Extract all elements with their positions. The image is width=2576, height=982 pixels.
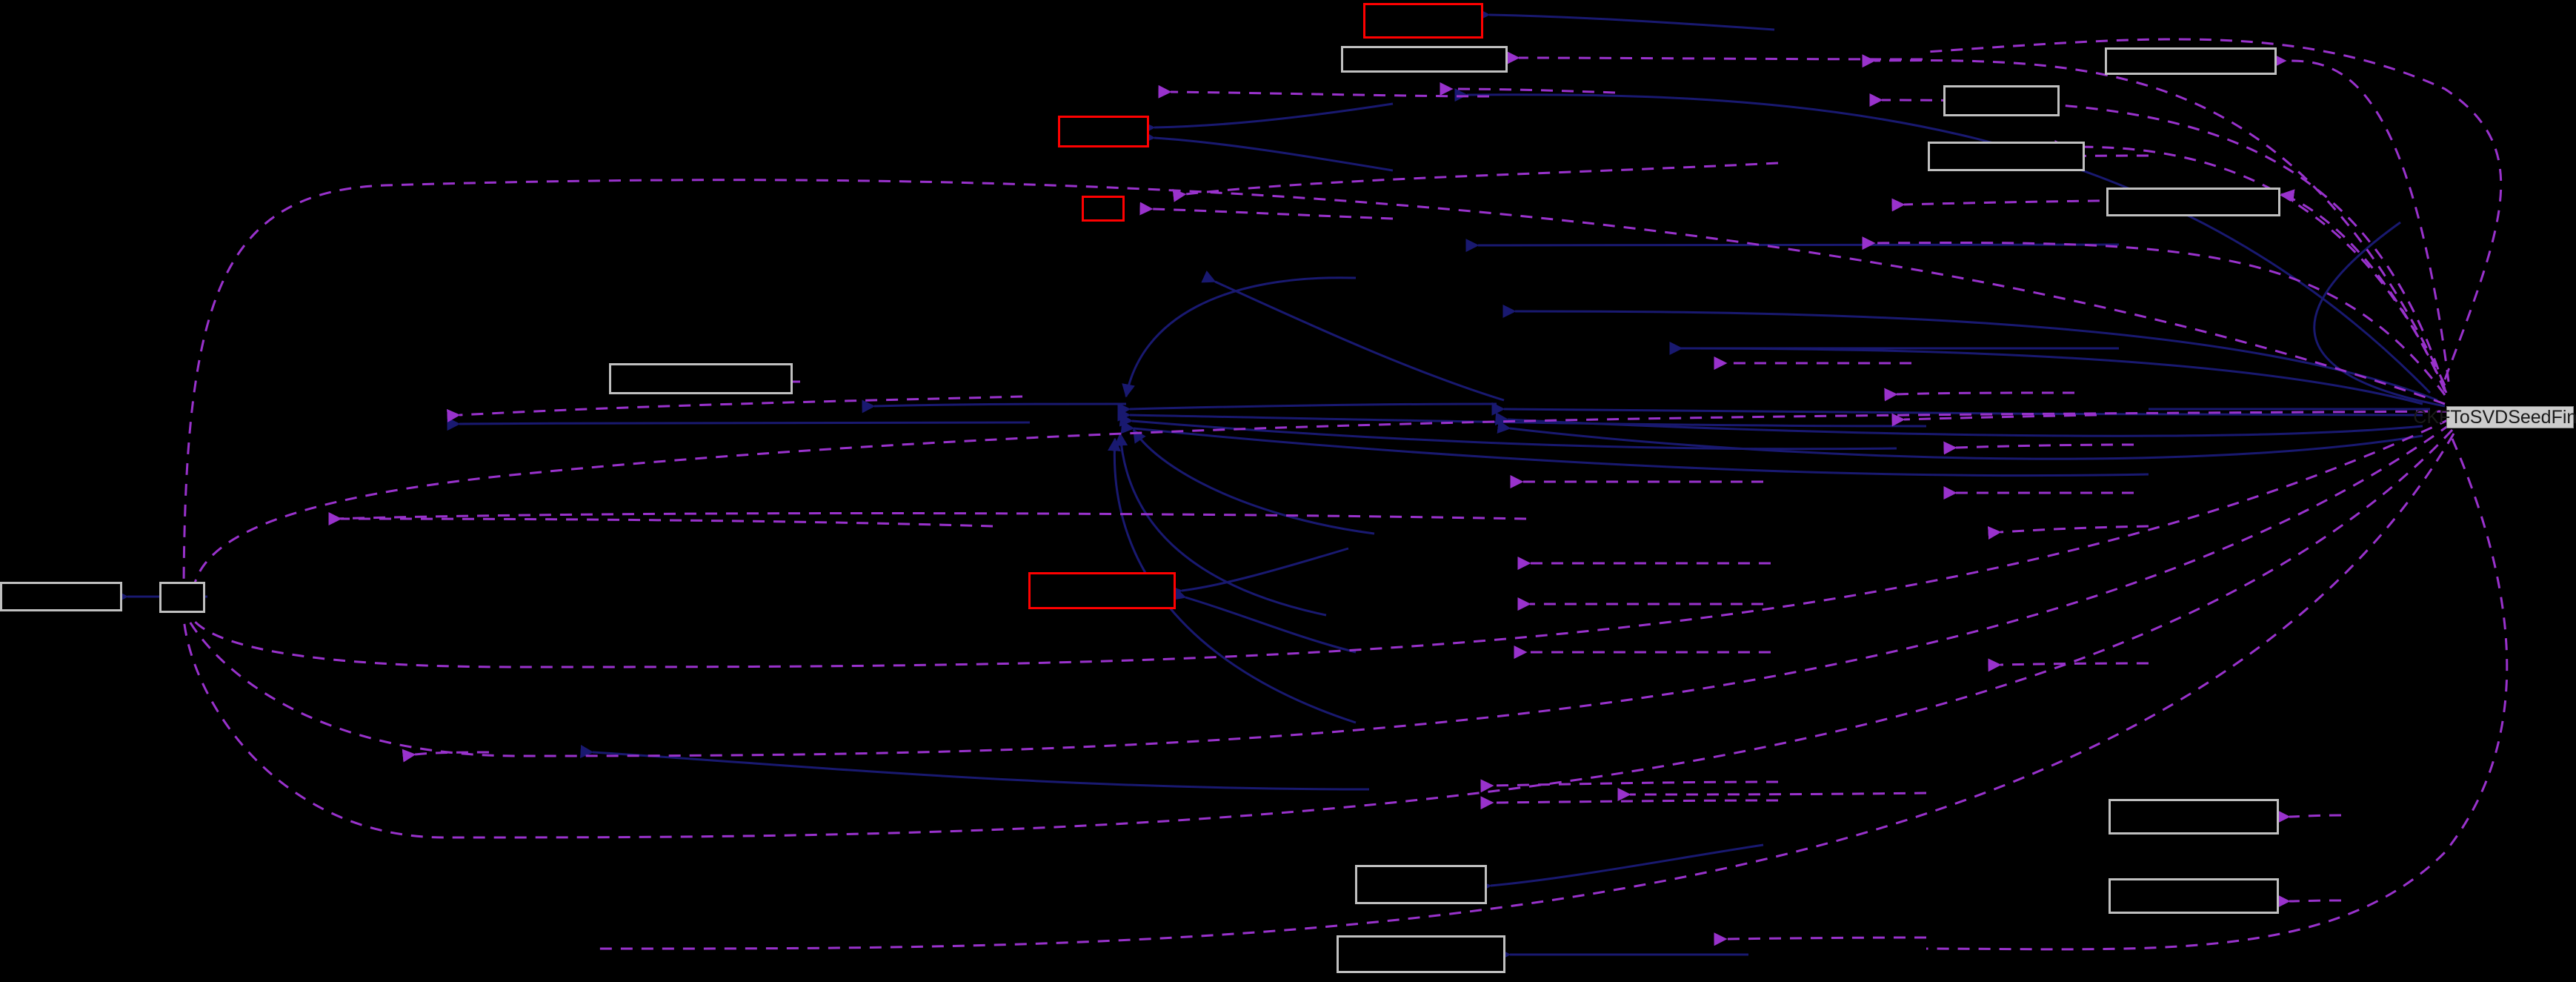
graph-node[interactable]	[2105, 47, 2277, 75]
graph-node[interactable]	[609, 363, 793, 394]
graph-node[interactable]	[1058, 116, 1149, 147]
graph-node[interactable]	[1341, 46, 1508, 73]
dashed-edges	[182, 38, 2509, 951]
graph-node[interactable]	[0, 582, 122, 611]
graph-node[interactable]	[1355, 865, 1487, 904]
graph-node[interactable]	[1082, 196, 1125, 222]
graph-root-node-label: CKFToSVDSeedFindlet	[2413, 406, 2576, 428]
graph-node[interactable]	[2106, 188, 2280, 216]
graph-node[interactable]	[1028, 572, 1176, 609]
graph-node[interactable]	[1337, 935, 1505, 973]
graph-node[interactable]	[1928, 142, 2085, 171]
graph-root-node[interactable]: CKFToSVDSeedFindlet	[2413, 406, 2576, 428]
graph-node[interactable]	[1943, 85, 2060, 116]
graph-node[interactable]	[2109, 799, 2279, 835]
solid-edges	[115, 7, 2446, 961]
graph-node[interactable]	[1363, 3, 1483, 39]
graph-node[interactable]	[2109, 878, 2279, 914]
graph-node[interactable]	[159, 582, 205, 613]
